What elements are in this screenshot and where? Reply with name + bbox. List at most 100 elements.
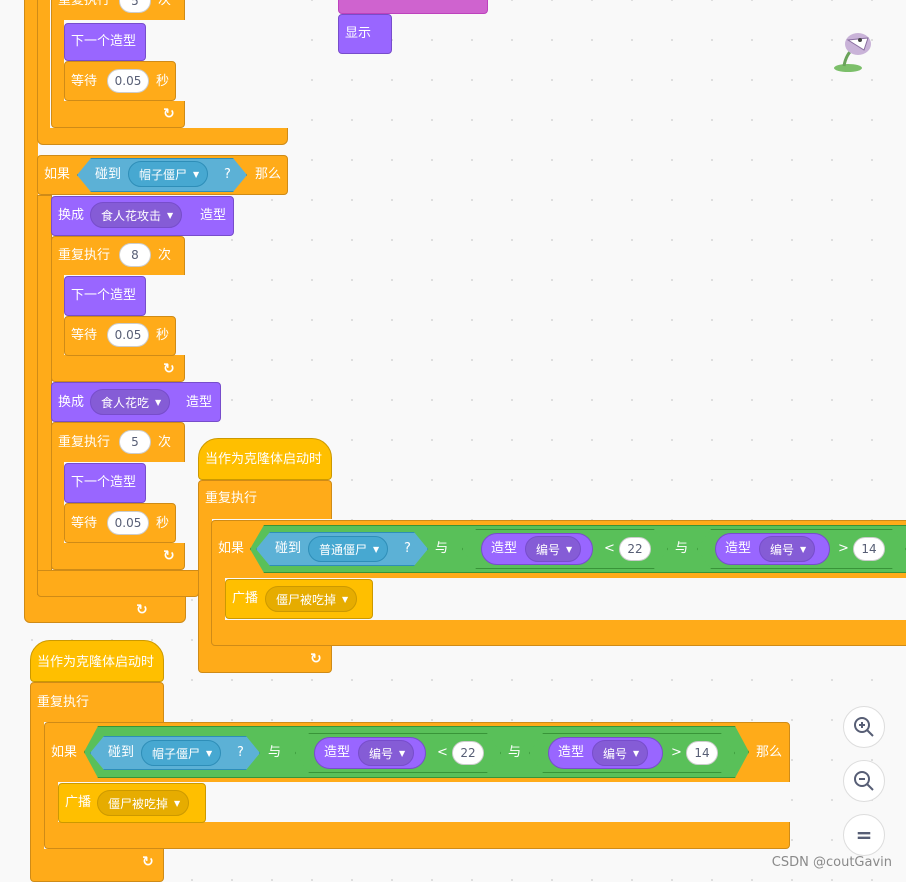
dropdown-value: 编号 [770, 542, 795, 557]
number-input[interactable]: 14 [853, 537, 885, 561]
dropdown-value: 编号 [369, 746, 394, 761]
if-block-tail-2 [37, 195, 52, 595]
forever-label: 重复执行 [205, 491, 258, 506]
if-block-bottom-arm [37, 570, 199, 597]
costume-property-dropdown[interactable]: 编号 ▼ [358, 740, 415, 766]
costume-dropdown[interactable]: 食人花吃 ▼ [90, 389, 171, 415]
then-label: 那么 [255, 167, 282, 182]
dropdown-value: 普通僵尸 [319, 542, 368, 557]
watermark: CSDN @coutGavin [771, 855, 892, 870]
forever-label: 重复执行 [37, 695, 90, 710]
loop-arrow-icon: ↻ [163, 548, 175, 564]
touching-target-dropdown[interactable]: 帽子僵尸 ▼ [128, 161, 209, 187]
and-label: 与 [435, 541, 449, 556]
if-label: 如果 [44, 167, 71, 182]
times-label: 次 [158, 248, 172, 263]
broadcast-message-dropdown[interactable]: 僵尸被吃掉 ▼ [265, 586, 358, 612]
chevron-down-icon: ▼ [167, 210, 174, 220]
next-costume-label: 下一个造型 [71, 288, 137, 303]
question-mark: ? [404, 541, 411, 556]
chevron-down-icon: ▼ [373, 544, 380, 554]
costume-reporter-label: 造型 [491, 541, 518, 556]
when-clone-label: 当作为克隆体启动时 [205, 452, 323, 467]
next-costume-block[interactable] [64, 23, 146, 61]
number-input[interactable]: 14 [686, 741, 718, 765]
number-input[interactable]: 22 [452, 741, 484, 765]
next-costume-label: 下一个造型 [71, 34, 137, 49]
when-clone-label: 当作为克隆体启动时 [37, 655, 155, 670]
loop-arrow-icon: ↻ [136, 602, 148, 618]
dropdown-value: 僵尸被吃掉 [108, 796, 169, 811]
gt-label: > [671, 745, 682, 760]
dropdown-value: 食人花吃 [101, 395, 150, 410]
repeat-label: 重复执行 [58, 0, 111, 8]
wait-seconds-input[interactable]: 0.05 [107, 511, 149, 535]
chevron-down-icon: ▼ [399, 748, 406, 758]
touching-target-dropdown[interactable]: 帽子僵尸▼ [141, 740, 222, 766]
wait-label: 等待 [71, 328, 98, 343]
costume-dropdown[interactable]: 食人花攻击▼ [90, 202, 183, 228]
number-input[interactable]: 22 [619, 537, 651, 561]
zoom-in-icon[interactable] [843, 706, 885, 748]
wait-seconds-input[interactable]: 0.05 [107, 69, 149, 93]
repeat-count-input[interactable]: 5 [119, 430, 151, 454]
touching-label: 碰到 [275, 541, 302, 556]
costume-property-dropdown[interactable]: 编号▼ [592, 740, 649, 766]
and-label: 与 [268, 745, 282, 760]
then-label: 那么 [756, 745, 783, 760]
times-label: 次 [158, 435, 172, 450]
piranha-plant-sprite-icon [828, 28, 874, 74]
seconds-label: 秒 [156, 516, 170, 531]
loop-arrow-icon: ↻ [163, 361, 175, 377]
costume-reporter-label: 造型 [725, 541, 752, 556]
zoom-out-icon[interactable] [843, 760, 885, 802]
question-mark: ? [237, 745, 244, 760]
next-costume-block[interactable] [64, 463, 146, 503]
chevron-down-icon: ▼ [342, 594, 349, 604]
broadcast-message-dropdown[interactable]: 僵尸被吃掉▼ [97, 790, 190, 816]
dropdown-value: 僵尸被吃掉 [276, 592, 337, 607]
if-label: 如果 [51, 745, 78, 760]
question-mark: ? [224, 167, 231, 182]
costume-property-dropdown[interactable]: 编号 ▼ [759, 536, 816, 562]
gt-label: > [838, 541, 849, 556]
loop-arrow-icon: ↻ [310, 651, 322, 667]
wait-label: 等待 [71, 74, 98, 89]
repeat-label: 重复执行 [58, 435, 111, 450]
costume-label: 造型 [200, 208, 227, 223]
seconds-label: 秒 [156, 74, 170, 89]
touching-target-dropdown[interactable]: 普通僵尸 ▼ [308, 536, 389, 562]
dropdown-value: 帽子僵尸 [152, 746, 201, 761]
costume-label: 造型 [186, 395, 213, 410]
looks-block-top[interactable] [338, 0, 488, 14]
seconds-label: 秒 [156, 328, 170, 343]
wait-seconds-input[interactable]: 0.05 [107, 323, 149, 347]
and-label: 与 [508, 745, 522, 760]
broadcast-label: 广播 [232, 591, 259, 606]
repeat-count-input[interactable]: 8 [119, 243, 151, 267]
costume-property-dropdown[interactable]: 编号 ▼ [525, 536, 582, 562]
zoom-reset-icon[interactable]: = [843, 814, 885, 856]
broadcast-label: 广播 [65, 795, 92, 810]
lt-label: < [437, 745, 448, 760]
chevron-down-icon: ▼ [800, 544, 807, 554]
costume-reporter-label: 造型 [558, 745, 585, 760]
dropdown-value: 编号 [603, 746, 628, 761]
dropdown-value: 编号 [536, 542, 561, 557]
if-label: 如果 [218, 541, 245, 556]
and-label: 与 [675, 541, 689, 556]
show-label: 显示 [345, 26, 372, 41]
when-clone-hat-block[interactable] [30, 640, 164, 682]
when-clone-hat-block[interactable] [198, 438, 332, 480]
touching-label: 碰到 [95, 167, 122, 182]
chevron-down-icon: ▼ [193, 169, 200, 179]
chevron-down-icon: ▼ [155, 397, 162, 407]
show-block[interactable] [338, 14, 392, 54]
loop-arrow-icon: ↻ [163, 106, 175, 122]
chevron-down-icon: ▼ [566, 544, 573, 554]
touching-label: 碰到 [108, 745, 135, 760]
next-costume-block[interactable] [64, 276, 146, 316]
switch-label: 换成 [58, 395, 85, 410]
lt-label: < [604, 541, 615, 556]
dropdown-value: 帽子僵尸 [139, 167, 188, 182]
